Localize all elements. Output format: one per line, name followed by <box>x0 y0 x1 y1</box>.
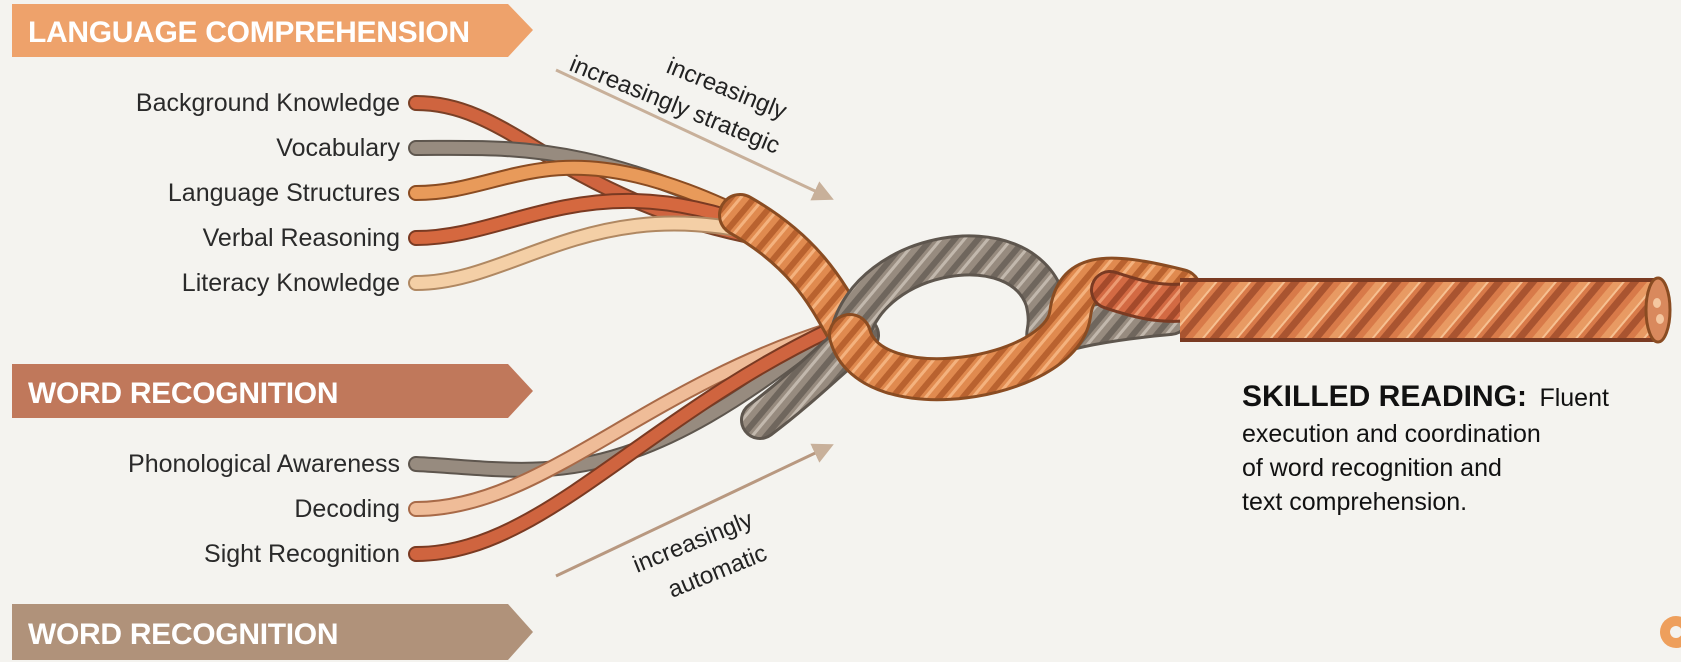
settings-gear-icon[interactable] <box>1660 616 1681 648</box>
strand-label-sight-recognition: Sight Recognition <box>204 540 400 568</box>
skilled-reading-outcome: SKILLED READING: Fluent execution and co… <box>1242 380 1609 516</box>
rope-knot <box>850 255 1190 379</box>
outcome-line-3: of word recognition and <box>1242 454 1502 482</box>
outcome-line-2: execution and coordination <box>1242 420 1541 448</box>
banner-word-recognition-repeat-label: WORD RECOGNITION <box>28 618 338 651</box>
strand-label-verbal-reasoning: Verbal Reasoning <box>203 224 400 252</box>
rope-main <box>1180 278 1670 342</box>
strand-label-language-structures: Language Structures <box>168 179 400 207</box>
outcome-heading-tail: Fluent <box>1539 384 1609 412</box>
rope-end <box>1646 278 1670 342</box>
strand-label-vocabulary: Vocabulary <box>276 134 400 162</box>
strand-label-literacy-knowledge: Literacy Knowledge <box>182 269 400 297</box>
strand-label-decoding: Decoding <box>294 495 400 523</box>
outcome-heading-line: SKILLED READING: Fluent <box>1242 380 1609 413</box>
banner-language-comprehension: LANGUAGE COMPREHENSION <box>12 4 533 57</box>
outcome-heading: SKILLED READING: <box>1242 380 1527 413</box>
banner-word-recognition-repeat: WORD RECOGNITION <box>12 604 533 660</box>
strand-label-background-knowledge: Background Knowledge <box>136 89 400 117</box>
banner-word-recognition: WORD RECOGNITION <box>12 364 533 418</box>
outcome-line-4: text comprehension. <box>1242 488 1467 516</box>
banner-language-comprehension-label: LANGUAGE COMPREHENSION <box>28 16 470 49</box>
strand-label-phonological-awareness: Phonological Awareness <box>128 450 400 478</box>
word-recognition-strands <box>416 330 830 554</box>
rope-upper-bundle <box>740 215 850 335</box>
banner-word-recognition-label: WORD RECOGNITION <box>28 377 338 410</box>
